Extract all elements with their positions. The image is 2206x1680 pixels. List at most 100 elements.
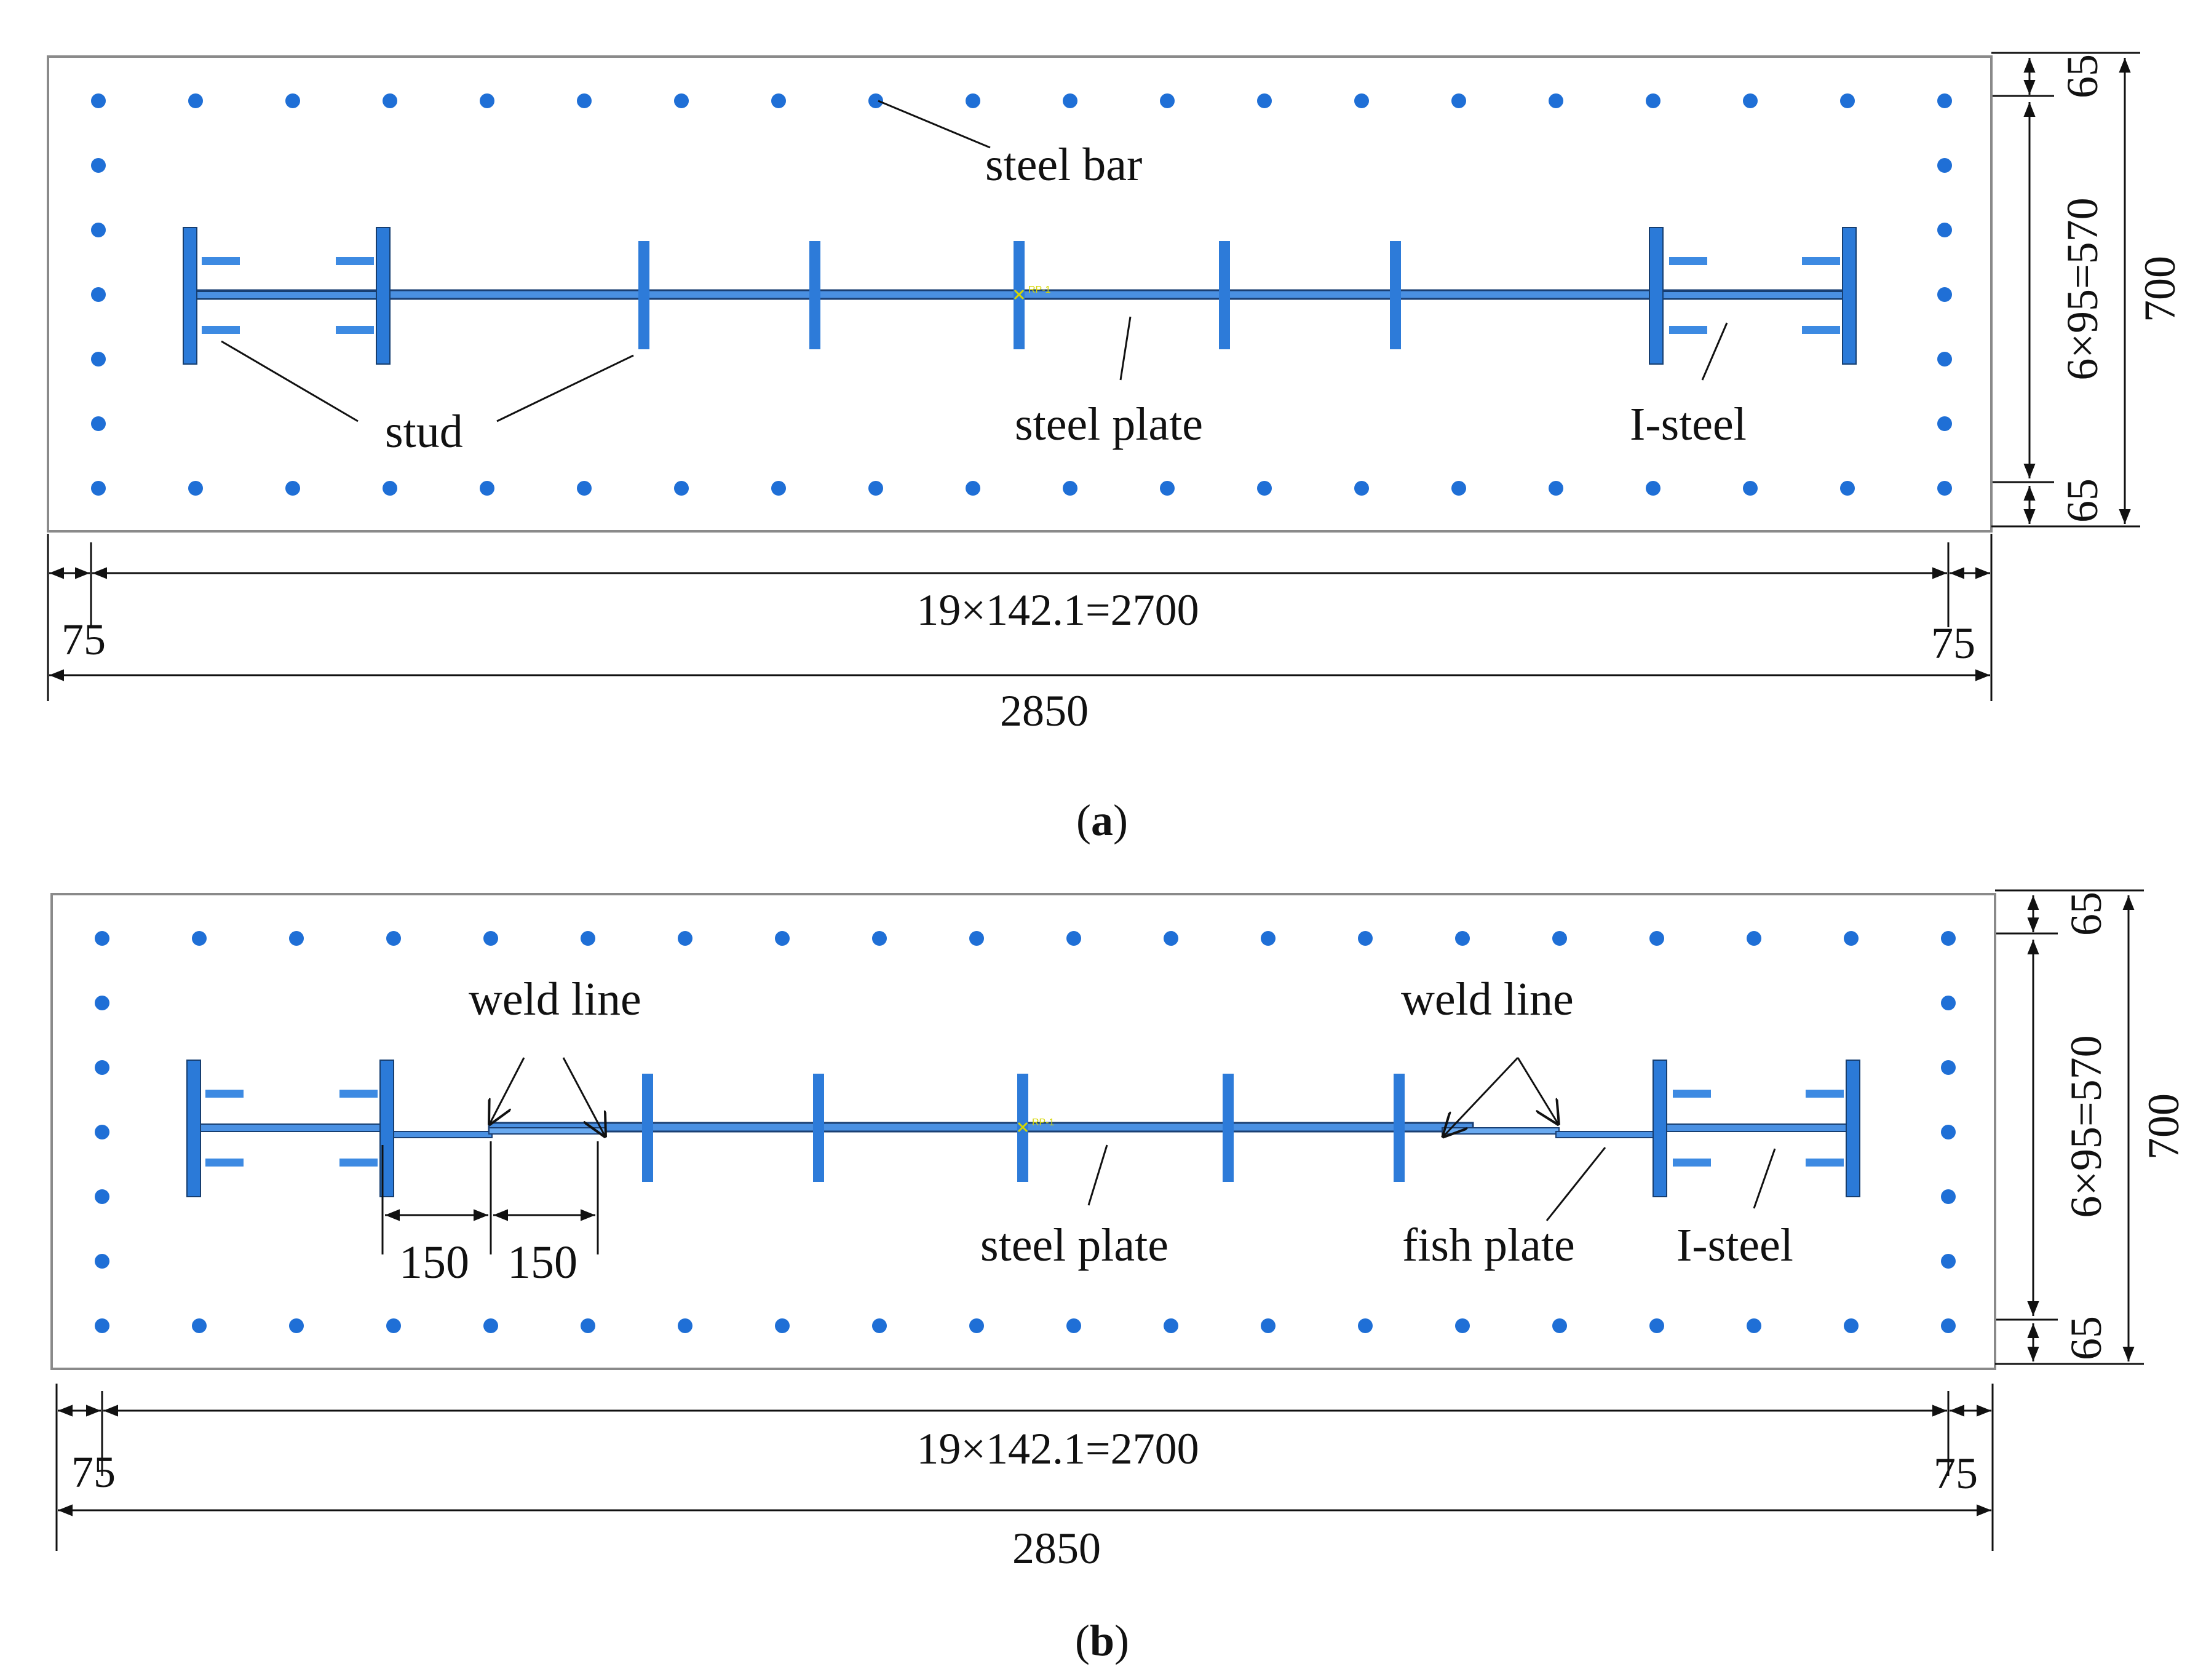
- a-steel-bar: [1451, 481, 1466, 496]
- b-steel-bar: [1747, 931, 1761, 946]
- b-steel-bar: [386, 931, 401, 946]
- b-steel-bar: [483, 1318, 498, 1333]
- b-steel-bar: [1455, 1318, 1470, 1333]
- a-steel-bar: [1160, 481, 1175, 496]
- a-steel-bar: [91, 287, 106, 302]
- b-steel-bar: [1358, 931, 1373, 946]
- label-seg2: 150: [507, 1237, 577, 1288]
- label-stud-a: stud: [385, 406, 463, 458]
- dim-top-b: 65: [2061, 892, 2111, 936]
- a-steel-bar: [383, 481, 397, 496]
- dim-right-a: 75: [1931, 619, 1975, 668]
- b-steel-bar: [483, 931, 498, 946]
- b-steel-bar: [969, 1318, 984, 1333]
- b-steel-bar: [1164, 931, 1178, 946]
- label-i-steel-b: I-steel: [1676, 1219, 1793, 1271]
- i-steel-right-b: [1653, 1060, 1860, 1197]
- a-steel-bar: [1257, 93, 1272, 108]
- b-steel-bar: [95, 1060, 109, 1075]
- b-steel-bar: [95, 1254, 109, 1269]
- dim-spacing-b: 19×142.1=2700: [916, 1424, 1199, 1473]
- b-steel-bar: [1649, 1318, 1664, 1333]
- a-steel-bar: [383, 93, 397, 108]
- b-steel-bar: [192, 931, 207, 946]
- a-steel-bar: [966, 481, 980, 496]
- studs-b: [642, 1074, 1405, 1182]
- b-steel-bar: [1066, 1318, 1081, 1333]
- dim-right-b: 75: [1934, 1449, 1978, 1498]
- b-steel-bar: [289, 931, 304, 946]
- a-steel-bar: [91, 158, 106, 173]
- a-steel-bar: [1743, 93, 1758, 108]
- label-weld-line-left: weld line: [469, 973, 641, 1025]
- studs-a: [638, 241, 1401, 349]
- b-steel-bar: [192, 1318, 207, 1333]
- b-steel-bar: [775, 931, 790, 946]
- steel-bars-b: [95, 931, 1956, 1333]
- label-i-steel-a: I-steel: [1630, 398, 1747, 450]
- a-steel-bar: [1937, 223, 1952, 237]
- a-steel-bar: [1937, 93, 1952, 108]
- a-steel-bar: [91, 352, 106, 367]
- horizontal-dim-lines-b: [55, 1384, 1994, 1551]
- b-steel-bar: [1941, 1125, 1956, 1139]
- a-steel-bar: [1937, 481, 1952, 496]
- b-steel-bar: [1455, 931, 1470, 946]
- dim-left-a: 75: [61, 615, 106, 664]
- a-steel-bar: [1646, 93, 1660, 108]
- a-steel-bar: [1063, 93, 1077, 108]
- a-steel-bar: [1063, 481, 1077, 496]
- a-steel-bar: [285, 481, 300, 496]
- b-steel-bar: [775, 1318, 790, 1333]
- dim-spacing-a: 19×142.1=2700: [916, 585, 1199, 635]
- b-steel-bar: [95, 996, 109, 1010]
- panel-b: RP-1 weld line weld line steel plate fis…: [50, 889, 2188, 1665]
- b-steel-bar: [95, 1189, 109, 1204]
- a-steel-bar: [480, 481, 494, 496]
- b-steel-bar: [678, 931, 692, 946]
- dim-middle-a: 6×95=570: [2058, 197, 2107, 380]
- b-steel-bar: [1747, 1318, 1761, 1333]
- b-steel-bar: [1261, 931, 1276, 946]
- a-steel-bar: [1257, 481, 1272, 496]
- vertical-dim-lines-a: [1991, 52, 2140, 528]
- reference-point-label-b: RP-1: [1032, 1117, 1055, 1128]
- dim-left-b: 75: [71, 1448, 116, 1497]
- b-steel-bar: [386, 1318, 401, 1333]
- a-steel-bar: [577, 481, 592, 496]
- label-seg1: 150: [399, 1237, 469, 1288]
- a-steel-bar: [674, 481, 689, 496]
- b-steel-bar: [1066, 931, 1081, 946]
- b-steel-bar: [1164, 1318, 1178, 1333]
- a-steel-bar: [771, 481, 786, 496]
- a-steel-bar: [1354, 93, 1369, 108]
- label-weld-line-right: weld line: [1401, 973, 1574, 1025]
- dim-total-a: 2850: [1000, 686, 1089, 735]
- a-steel-bar: [1549, 93, 1563, 108]
- a-steel-bar: [91, 93, 106, 108]
- a-steel-bar: [91, 223, 106, 237]
- b-steel-bar: [1649, 931, 1664, 946]
- dim-top-a: 65: [2058, 54, 2107, 98]
- horizontal-dim-lines-a: [47, 534, 1993, 701]
- label-steel-bar-a: steel bar: [985, 139, 1142, 191]
- b-steel-bar: [95, 931, 109, 946]
- dim-middle-b: 6×95=570: [2061, 1035, 2111, 1218]
- b-steel-bar: [1844, 931, 1859, 946]
- b-steel-bar: [872, 1318, 887, 1333]
- dim-total-b: 2850: [1012, 1524, 1101, 1573]
- label-steel-plate-b: steel plate: [980, 1219, 1168, 1271]
- label-steel-plate-a: steel plate: [1015, 398, 1203, 450]
- a-steel-bar: [91, 481, 106, 496]
- b-steel-bar: [581, 931, 595, 946]
- vertical-dim-lines-b: [1995, 889, 2144, 1365]
- b-steel-bar: [1941, 1254, 1956, 1269]
- a-steel-bar: [868, 481, 883, 496]
- a-steel-bar: [674, 93, 689, 108]
- dim-height-a: 700: [2135, 256, 2184, 322]
- b-steel-bar: [1261, 1318, 1276, 1333]
- a-steel-bar: [188, 481, 203, 496]
- b-steel-bar: [872, 931, 887, 946]
- caption-a: (a): [1076, 796, 1128, 845]
